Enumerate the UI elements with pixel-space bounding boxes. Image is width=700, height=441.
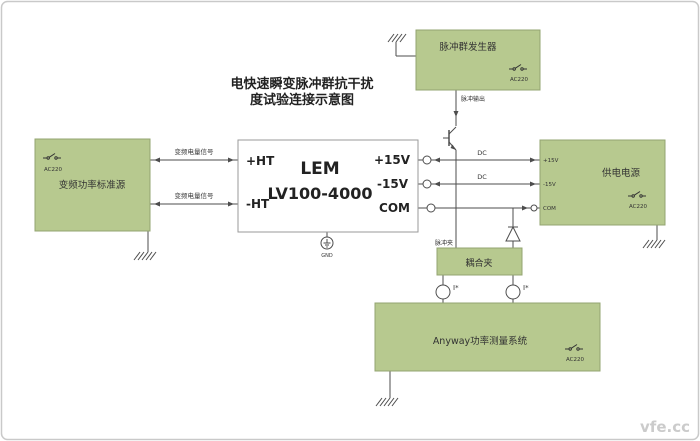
supply-pin-p15v: +15V bbox=[543, 158, 559, 164]
arrow-down-icon bbox=[453, 111, 459, 117]
lem-pin-m15v: -15V bbox=[377, 177, 409, 191]
power-supply-box bbox=[539, 139, 666, 226]
pulse-ac-label: AC220 bbox=[510, 77, 529, 83]
ct-right-label: I* bbox=[523, 284, 529, 292]
coupling-clamp-box bbox=[436, 247, 523, 276]
coupling-clamp-label: 耦合夹 bbox=[465, 257, 492, 269]
pulse-output-label: 脉冲输出 bbox=[461, 95, 485, 103]
supply-pin-m15v: -15V bbox=[543, 182, 556, 188]
lem-gnd-terminal-icon bbox=[320, 236, 334, 250]
arrow-right-icon bbox=[228, 157, 234, 163]
arrowheads bbox=[154, 111, 536, 211]
arrow-left-icon bbox=[154, 157, 160, 163]
arrow-right-icon bbox=[530, 157, 536, 163]
lem-pin-com: COM bbox=[379, 201, 410, 215]
measurement-system-box bbox=[374, 302, 601, 372]
terminal-p15v-icon bbox=[422, 155, 432, 165]
ct-left-label: I* bbox=[453, 284, 459, 292]
arrow-left-icon bbox=[154, 201, 160, 207]
diagram-title-line1: 电快速瞬变脉冲群抗干扰 bbox=[230, 76, 373, 92]
current-probe-left-icon bbox=[435, 284, 451, 300]
pulse-generator-label: 脉冲群发生器 bbox=[439, 41, 497, 53]
watermark: vfe.cc bbox=[640, 418, 690, 436]
power-supply-label: 供电电源 bbox=[602, 167, 641, 179]
terminal-m15v-icon bbox=[422, 179, 432, 189]
arrow-right-icon bbox=[530, 181, 536, 187]
arrow-left-icon bbox=[434, 181, 440, 187]
lem-transducer-box bbox=[237, 139, 419, 233]
signal-top-label: 变频电量信号 bbox=[175, 147, 215, 156]
source-ac-label: AC220 bbox=[44, 167, 63, 173]
diagram-title-line2: 度试验连接示意图 bbox=[250, 92, 354, 108]
dc-top-label: DC bbox=[477, 149, 487, 157]
lem-brand: LEM bbox=[300, 159, 339, 179]
dc-bottom-label: DC bbox=[477, 173, 487, 181]
source-box-label: 变频功率标准源 bbox=[59, 179, 126, 191]
transistor-icon bbox=[443, 126, 457, 151]
lem-pin-pht: +HT bbox=[246, 154, 275, 168]
supply-ac-label: AC220 bbox=[629, 204, 648, 210]
arrow-left-icon bbox=[434, 157, 440, 163]
supply-pin-com: COM bbox=[543, 206, 556, 212]
terminal-com-icon bbox=[426, 203, 436, 213]
anyway-ac-label: AC220 bbox=[566, 357, 585, 363]
signal-bottom-label: 变频电量信号 bbox=[175, 191, 215, 200]
lem-gnd-label: GND bbox=[321, 253, 333, 259]
terminal-supply-com-icon bbox=[530, 204, 538, 212]
lem-model: LV100-4000 bbox=[268, 184, 373, 203]
arrow-right-icon bbox=[522, 205, 528, 211]
lem-pin-mht: -HT bbox=[246, 197, 270, 211]
current-probe-right-icon bbox=[505, 284, 521, 300]
lem-pin-p15v: +15V bbox=[374, 153, 411, 167]
arrow-right-icon bbox=[228, 201, 234, 207]
measurement-system-label: Anyway功率测量系统 bbox=[433, 335, 528, 347]
diode-icon bbox=[505, 225, 521, 242]
pulse-clamp-label: 脉冲夹 bbox=[435, 239, 453, 247]
pulse-generator-box bbox=[415, 29, 541, 91]
